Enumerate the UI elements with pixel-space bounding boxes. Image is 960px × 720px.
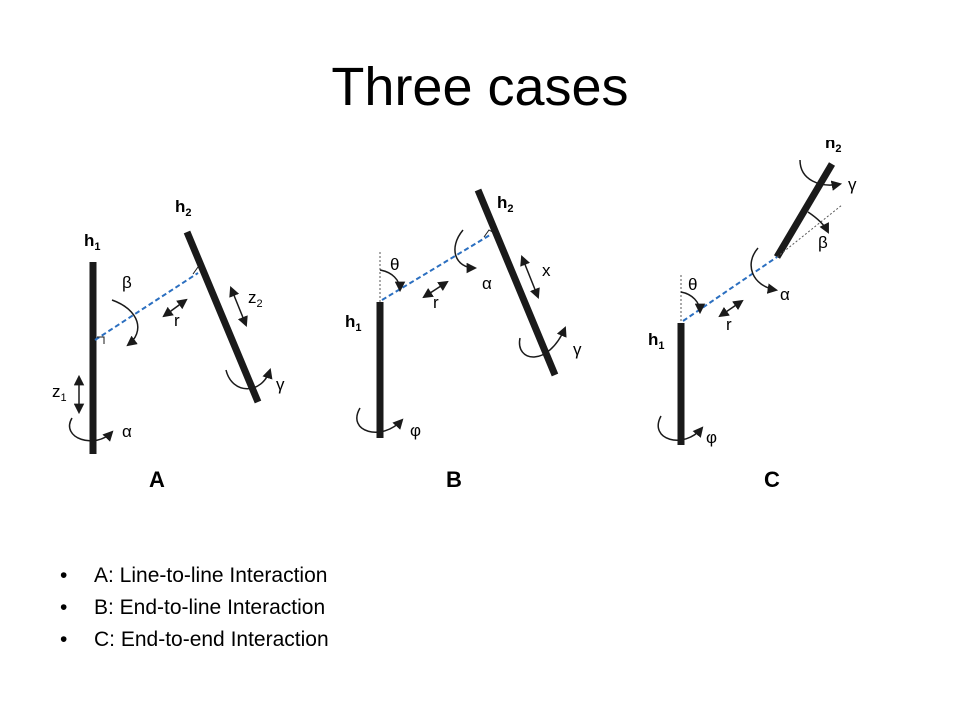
bullet-marker: •: [60, 628, 68, 651]
label-h1-b: h1: [345, 312, 362, 334]
bullet-item: • B: End-to-line Interaction: [60, 592, 329, 624]
label-gamma-b: γ: [573, 340, 582, 359]
panel-b: h1 h2 θ r x α γ φ B: [345, 188, 582, 492]
label-h2-b: h2: [497, 193, 514, 215]
label-z2-a: z2: [248, 288, 263, 310]
bullet-text: C: End-to-end Interaction: [94, 628, 329, 651]
label-beta-a: β: [122, 273, 132, 292]
x-arrow-b: [520, 255, 540, 299]
phi-rotation-arrow-b: [356, 407, 404, 433]
theta-arc-c: [680, 291, 706, 315]
label-theta-c: θ: [688, 275, 697, 294]
theta-arc-b: [379, 269, 406, 293]
r-arrow-c: [718, 299, 744, 318]
interaction-diagram: h1 h2 z1 z2 r α β γ A h1 h2 θ r x α γ φ …: [52, 133, 857, 492]
rod-h2-b: [474, 188, 559, 377]
label-z1-a: z1: [52, 382, 67, 404]
bullet-list: • A: Line-to-line Interaction • B: End-to-…: [60, 560, 329, 656]
label-h1-a: h1: [84, 231, 101, 253]
bullet-item: • C: End-to-end Interaction: [60, 624, 329, 656]
rod-h2-c: [773, 162, 836, 259]
bullet-item: • A: Line-to-line Interaction: [60, 560, 329, 592]
bullet-text: A: Line-to-line Interaction: [94, 564, 328, 587]
interaction-figure: h1 h2 z1 z2 r α β γ A h1 h2 θ r x α γ φ …: [0, 133, 960, 505]
label-gamma-a: γ: [276, 375, 285, 394]
panel-a: h1 h2 z1 z2 r α β γ A: [52, 197, 285, 492]
label-h2-a: h2: [175, 197, 192, 219]
distance-line-a: [94, 272, 199, 341]
panel-c: h1 h2 θ r α β γ φ C: [648, 133, 857, 492]
gamma-rotation-arrow-b: [518, 326, 567, 358]
label-alpha-b: α: [482, 274, 492, 293]
right-angle-h1-a: [97, 336, 105, 344]
label-r-c: r: [726, 315, 732, 334]
panel-letter-c: C: [764, 467, 780, 492]
alpha-rotation-arrow-b: [454, 229, 478, 274]
r-arrow-b: [422, 280, 449, 299]
label-x-b: x: [542, 261, 551, 280]
label-alpha-c: α: [780, 285, 790, 304]
panel-letter-b: B: [446, 467, 462, 492]
alpha-rotation-arrow-c: [750, 247, 779, 294]
gamma-rotation-arrow-a: [225, 368, 273, 390]
label-gamma-c: γ: [848, 175, 857, 194]
label-alpha-a: α: [122, 422, 132, 441]
label-r-a: r: [174, 311, 180, 330]
beta-reference-c: [776, 204, 843, 258]
gamma-rotation-arrow-c: [799, 159, 843, 191]
label-phi-b: φ: [410, 421, 421, 440]
z2-arrow-a: [229, 286, 248, 327]
right-angle-h2-b: [483, 229, 497, 238]
beta-rotation-arrow-a: [111, 299, 139, 347]
slide-title: Three cases: [331, 57, 629, 117]
label-h1-c: h1: [648, 330, 665, 352]
distance-line-b: [381, 234, 491, 301]
label-theta-b: θ: [390, 255, 399, 274]
beta-arc-c: [807, 211, 829, 234]
phi-rotation-arrow-c: [657, 415, 704, 441]
r-arrow-a: [162, 298, 188, 318]
rod-h2-a: [183, 230, 262, 404]
right-angle-h2-a: [192, 266, 206, 275]
label-r-b: r: [433, 293, 439, 312]
bullet-marker: •: [60, 596, 68, 619]
alpha-rotation-arrow-a: [68, 417, 114, 442]
label-phi-c: φ: [706, 428, 717, 447]
bullet-text: B: End-to-line Interaction: [94, 596, 326, 619]
panel-letter-a: A: [149, 467, 165, 492]
label-h2-c: h2: [825, 140, 842, 155]
bullet-marker: •: [60, 564, 68, 587]
label-beta-c: β: [818, 233, 828, 252]
